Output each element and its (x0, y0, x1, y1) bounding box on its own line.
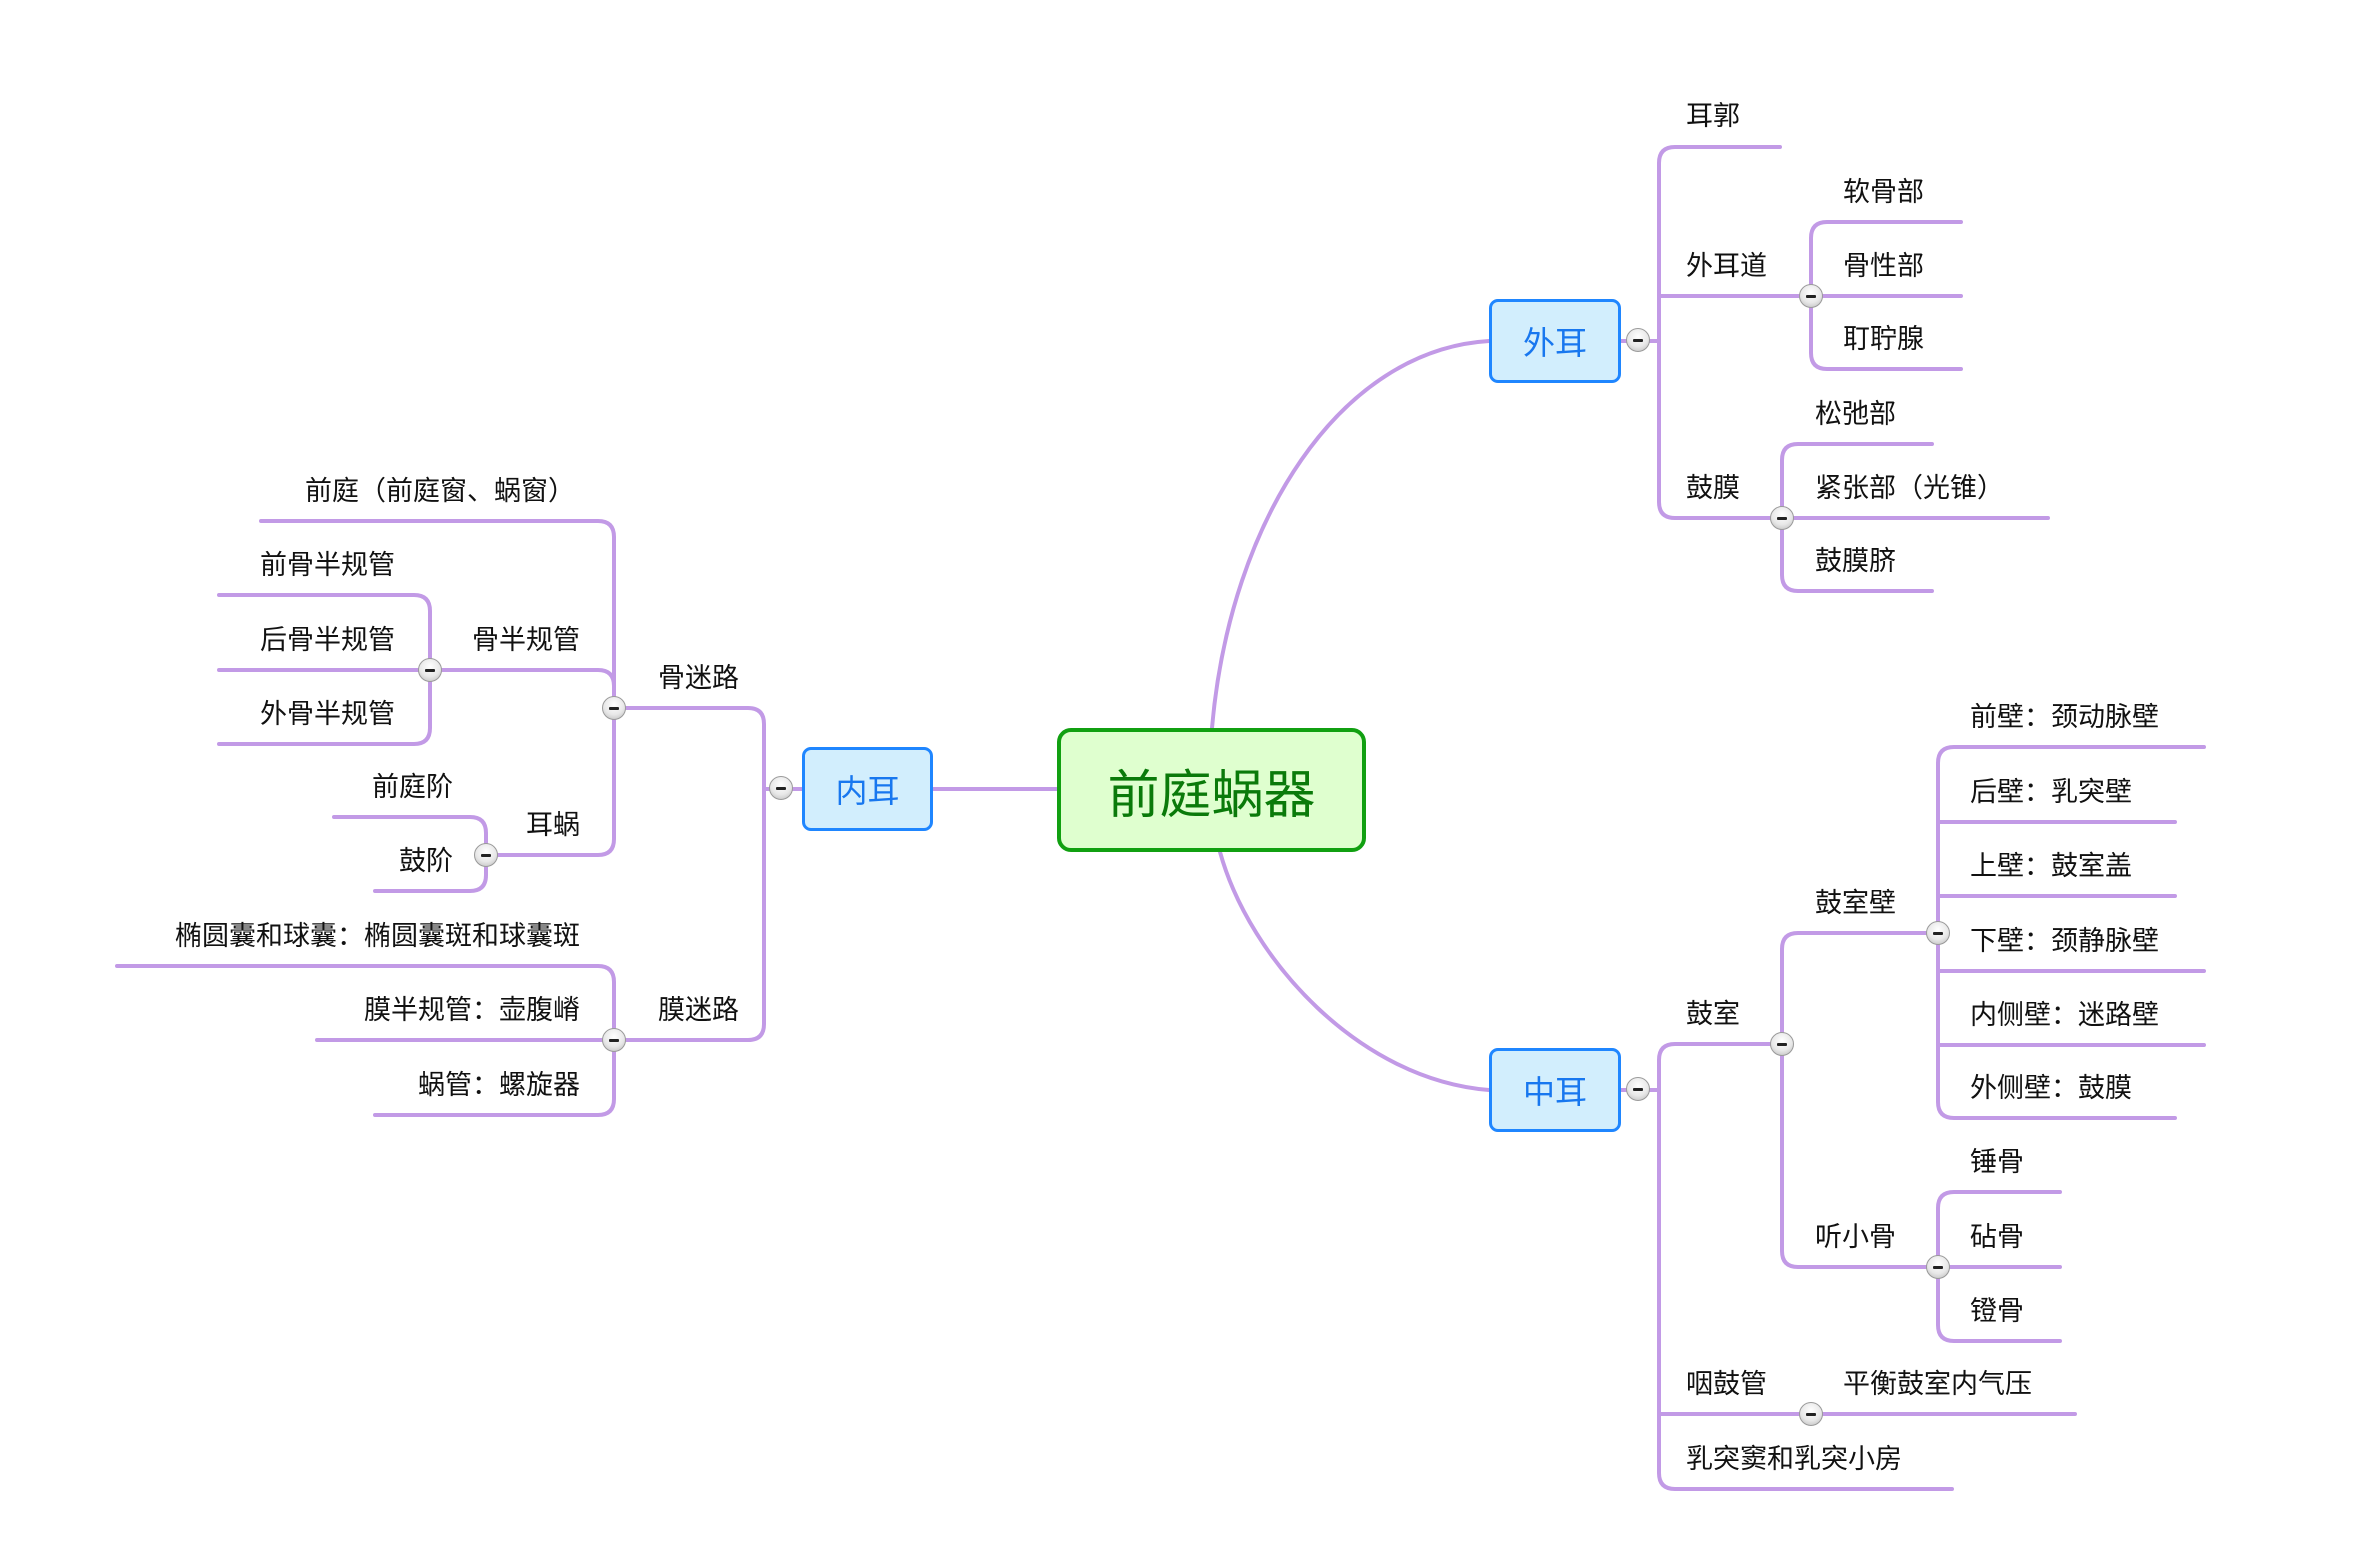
topic-umbo[interactable]: 鼓膜脐 (1815, 546, 1896, 577)
edge-central-middle-ear (1218, 850, 1491, 1092)
topic-scala-vestibuli[interactable]: 前庭阶 (372, 772, 453, 803)
topic-tympanic-membrane[interactable]: 鼓膜 (1686, 473, 1740, 504)
topic-outer-ear[interactable]: 外耳 (1489, 299, 1621, 383)
topic-ceruminous-gland[interactable]: 耵聍腺 (1843, 324, 1924, 355)
topic-posterior-wall[interactable]: 后壁：乳突壁 (1970, 777, 2132, 808)
topic-cartilaginous-part[interactable]: 软骨部 (1843, 177, 1924, 208)
topic-bony-part[interactable]: 骨性部 (1843, 251, 1924, 282)
collapse-inner-ear-button[interactable] (769, 776, 793, 800)
collapse-cochlea-button[interactable] (474, 843, 498, 867)
topic-medial-wall[interactable]: 内侧壁：迷路壁 (1970, 1000, 2159, 1031)
topic-auditory-ossicles[interactable]: 听小骨 (1815, 1222, 1896, 1253)
edge-bony-labyrinth-children (259, 519, 616, 857)
topic-utricle-saccule[interactable]: 椭圆囊和球囊：椭圆囊斑和球囊斑 (175, 921, 580, 952)
topic-incus[interactable]: 砧骨 (1970, 1222, 2024, 1253)
topic-stapes[interactable]: 镫骨 (1970, 1296, 2024, 1327)
topic-lateral-canal[interactable]: 外骨半规管 (260, 699, 395, 730)
collapse-ossicles-button[interactable] (1926, 1255, 1950, 1279)
topic-outer-ear-label: 外耳 (1522, 324, 1587, 362)
topic-anterior-canal[interactable]: 前骨半规管 (260, 550, 395, 581)
topic-superior-wall[interactable]: 上壁：鼓室盖 (1970, 851, 2132, 882)
topic-cochlear-duct[interactable]: 蜗管：螺旋器 (418, 1070, 580, 1101)
topic-external-acoustic-meatus[interactable]: 外耳道 (1686, 251, 1767, 282)
topic-scala-tympani[interactable]: 鼓阶 (399, 846, 453, 877)
collapse-eardrum-button[interactable] (1770, 506, 1794, 530)
collapse-membranous-button[interactable] (602, 1028, 626, 1052)
collapse-tympanic-walls-button[interactable] (1926, 921, 1950, 945)
topic-eustachian-tube[interactable]: 咽鼓管 (1686, 1369, 1767, 1400)
central-topic[interactable]: 前庭蜗器 (1057, 728, 1366, 852)
topic-mastoid[interactable]: 乳突窦和乳突小房 (1686, 1444, 1902, 1475)
topic-pars-flaccida[interactable]: 松弛部 (1815, 399, 1896, 430)
topic-auricle[interactable]: 耳郭 (1686, 101, 1740, 132)
topic-malleus[interactable]: 锤骨 (1970, 1147, 2024, 1178)
edge-tympanic-cavity-children (1780, 931, 1940, 1269)
topic-inferior-wall[interactable]: 下壁：颈静脉壁 (1970, 926, 2159, 957)
topic-bony-semicircular-canals[interactable]: 骨半规管 (472, 625, 580, 656)
collapse-eustachian-button[interactable] (1799, 1402, 1823, 1426)
topic-membranous-labyrinth[interactable]: 膜迷路 (658, 995, 739, 1026)
topic-bony-labyrinth[interactable]: 骨迷路 (658, 663, 739, 694)
topic-vestibule[interactable]: 前庭（前庭窗、蜗窗） (305, 476, 575, 507)
topic-pressure-balance[interactable]: 平衡鼓室内气压 (1843, 1369, 2032, 1400)
topic-middle-ear[interactable]: 中耳 (1489, 1048, 1621, 1132)
topic-anterior-wall[interactable]: 前壁：颈动脉壁 (1970, 702, 2159, 733)
topic-tympanic-cavity[interactable]: 鼓室 (1686, 999, 1740, 1030)
edge-inner-ear-trunk (612, 706, 804, 1042)
edge-central-outer-ear (1210, 339, 1491, 730)
topic-middle-ear-label: 中耳 (1522, 1073, 1587, 1111)
topic-membranous-canals[interactable]: 膜半规管：壶腹嵴 (364, 995, 580, 1026)
collapse-ear-canal-button[interactable] (1799, 284, 1823, 308)
topic-inner-ear-label: 内耳 (835, 772, 900, 810)
topic-tympanic-walls[interactable]: 鼓室壁 (1815, 888, 1896, 919)
central-topic-label: 前庭蜗器 (1107, 765, 1316, 826)
topic-inner-ear[interactable]: 内耳 (802, 747, 933, 831)
collapse-tympanic-cavity-button[interactable] (1770, 1032, 1794, 1056)
collapse-bony-labyrinth-button[interactable] (602, 696, 626, 720)
collapse-middle-ear-button[interactable] (1626, 1077, 1650, 1101)
collapse-outer-ear-button[interactable] (1626, 328, 1650, 352)
topic-lateral-wall[interactable]: 外侧壁：鼓膜 (1970, 1073, 2132, 1104)
topic-cochlea[interactable]: 耳蜗 (526, 810, 580, 841)
topic-pars-tensa[interactable]: 紧张部（光锥） (1815, 473, 2004, 504)
collapse-semicircular-button[interactable] (418, 658, 442, 682)
topic-posterior-canal[interactable]: 后骨半规管 (260, 625, 395, 656)
